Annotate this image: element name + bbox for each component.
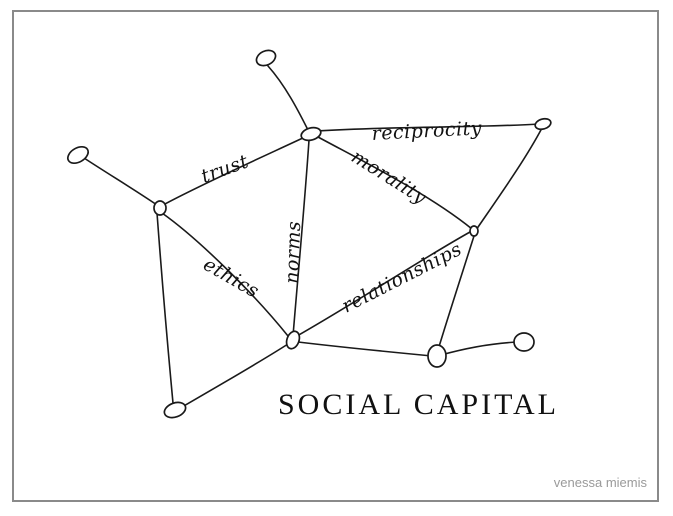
edge-farleft-to-left xyxy=(83,157,158,206)
edge-center-to-right xyxy=(314,123,541,132)
edge-center-to-left xyxy=(162,136,306,206)
edge-lowright-to-farright xyxy=(440,341,519,356)
drawing-frame xyxy=(12,10,659,502)
diagram-title: SOCIAL CAPITAL xyxy=(278,388,559,421)
node-bottomleft xyxy=(163,401,187,419)
node-farright xyxy=(513,332,535,352)
label-reciprocity: reciprocity xyxy=(371,117,482,145)
node-bottom xyxy=(285,330,301,350)
label-trust: trust xyxy=(198,150,251,187)
edge-left-to-bottomleft xyxy=(156,212,174,404)
edge-midright-to-lowright xyxy=(437,235,475,351)
edge-center-to-bottom xyxy=(292,139,310,337)
edge-bottom-to-lowright xyxy=(297,341,433,357)
label-norms: norms xyxy=(281,220,305,284)
label-relationships: relationships xyxy=(338,238,465,317)
label-morality: morality xyxy=(347,146,430,209)
node-top xyxy=(255,49,277,67)
author-credit: venessa miemis xyxy=(553,475,647,490)
node-left xyxy=(153,200,167,216)
edge-left-to-bottom xyxy=(161,212,289,337)
node-center xyxy=(300,126,322,142)
node-lowright xyxy=(427,344,447,368)
edge-bottomleft-to-bottom xyxy=(181,343,289,408)
edge-center-to-midright xyxy=(317,136,473,230)
node-farleft xyxy=(67,145,89,165)
node-midright xyxy=(469,225,479,237)
edge-right-to-midright xyxy=(475,127,543,231)
label-ethics: ethics xyxy=(200,253,263,302)
edge-top-to-center xyxy=(267,65,310,133)
edge-bottom-to-midright xyxy=(296,231,471,337)
node-right xyxy=(534,117,552,131)
